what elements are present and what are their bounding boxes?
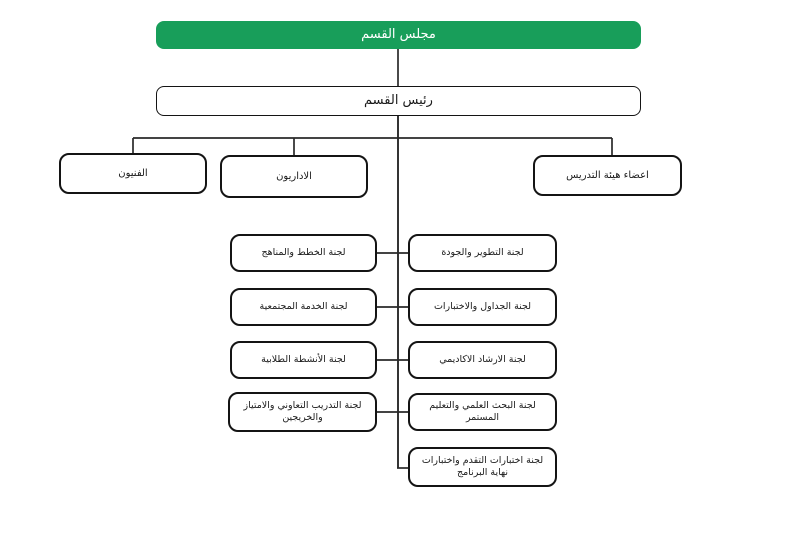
committee-schedules-exams: لجنة الجداول والاختبارات [408,288,557,326]
committee-development-quality: لجنة التطوير والجودة [408,234,557,272]
committee-progress-final-program-exams: لجنة اختبارات التقدم واختبارات نهاية الب… [408,447,557,487]
committee-academic-advising: لجنة الارشاد الاكاديمي [408,341,557,379]
node-department-head: رئيس القسم [156,86,641,116]
node-administrators: الاداريون [220,155,368,198]
committee-plans-curricula: لجنة الخطط والمناهج [230,234,377,272]
node-faculty-members: اعضاء هيئة التدريس [533,155,682,196]
node-department-council: مجلس القسم [156,21,641,49]
committee-coop-training-graduates: لجنة التدريب التعاوني والامتياز والخريجي… [228,392,377,432]
committee-student-activities: لجنة الأنشطة الطلابية [230,341,377,379]
node-technicians: الفنيون [59,153,207,194]
committee-community-service: لجنة الخدمة المجتمعية [230,288,377,326]
committee-research-continuing-education: لجنة البحث العلمي والتعليم المستمر [408,393,557,431]
